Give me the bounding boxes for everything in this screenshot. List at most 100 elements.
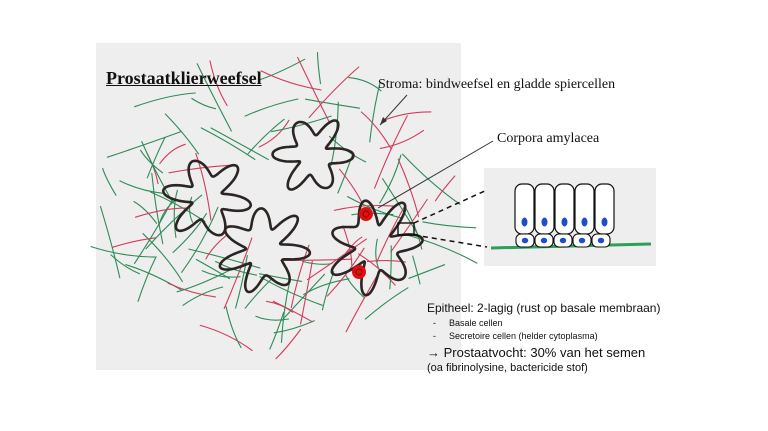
stroma-fiber [151, 172, 164, 245]
stroma-fiber [271, 115, 332, 133]
stroma-fiber [244, 279, 271, 309]
stroma-fiber [195, 258, 231, 280]
stroma-fiber [275, 328, 302, 360]
stroma-fiber [306, 238, 367, 281]
gland-outline [330, 199, 424, 297]
basal-cell-nucleus [540, 237, 548, 244]
stroma-fiber [333, 204, 395, 211]
stroma-fiber [384, 111, 432, 121]
stroma-fiber [164, 113, 200, 155]
basal-cell-nucleus [597, 237, 605, 244]
stroma-fiber [159, 143, 186, 165]
stroma-fiber [125, 264, 182, 291]
stroma-fiber [172, 213, 207, 253]
stroma-fiber [337, 153, 354, 194]
stroma-fiber [379, 154, 402, 204]
basal-membrane [490, 242, 652, 250]
stroma-fiber [134, 207, 187, 218]
stroma-fiber [195, 152, 212, 221]
prostate-glands [161, 119, 424, 297]
stroma-fiber [434, 175, 456, 202]
stroma-fiber [110, 254, 141, 275]
stroma-fiber [280, 280, 291, 343]
stroma-label: Stroma: bindweefsel en gladde spiercelle… [378, 77, 616, 92]
notes-block: Epitheel: 2-lagig (rust op basale membra… [427, 301, 660, 374]
stroma-fiber [269, 312, 285, 350]
stroma-fiber [244, 98, 299, 117]
corpus-amylaceum [352, 265, 366, 279]
epithelium-note: Epitheel: 2-lagig (rust op basale membra… [427, 301, 661, 315]
stroma-fiber [330, 101, 339, 167]
stroma-fiber [200, 127, 256, 160]
stroma-fiber [302, 260, 333, 265]
secretory-cell-nucleus [561, 217, 568, 227]
corpora-amylacea-label: Corpora amylacea [497, 131, 600, 146]
list-item: - Basale cellen [427, 318, 660, 328]
stroma-fiber [338, 168, 364, 206]
gland-outline [271, 119, 355, 191]
stroma-fiber [375, 238, 380, 271]
stroma-fiber [196, 63, 232, 132]
stroma-fiber [303, 278, 350, 296]
stroma-fiber [199, 324, 253, 352]
secretory-cell-nucleus [581, 217, 588, 227]
label-pointers [377, 94, 494, 248]
stroma-fiber [258, 58, 306, 81]
stroma-fiber [119, 180, 165, 194]
stroma-fiber [290, 244, 310, 309]
stroma-fiber [348, 77, 382, 92]
stroma-fiber [403, 233, 478, 264]
stroma-fiber [345, 275, 365, 298]
stroma-fiber [188, 248, 261, 269]
prostate-fluid-detail: (oa fibrinolysine, bactericide stof) [427, 362, 588, 374]
stroma-fiber [379, 129, 425, 149]
list-item: - Secretoire cellen (helder cytoplasma) [427, 331, 660, 341]
stroma-fiber [141, 141, 173, 202]
stroma-fiber [225, 305, 242, 349]
list-item-text: Secretoire cellen (helder cytoplasma) [449, 331, 598, 341]
corpus-amylaceum-core [362, 210, 370, 218]
stroma-fiber [308, 66, 360, 119]
stroma-fiber [235, 255, 248, 309]
stroma-fiber [210, 127, 269, 161]
corpus-amylaceum [359, 207, 373, 221]
stroma-fiber [376, 205, 406, 263]
corpus-amylaceum-core [355, 268, 363, 276]
stroma-fibers [90, 51, 478, 360]
stroma-fiber [112, 237, 156, 248]
stroma-fiber [389, 245, 392, 290]
stroma-fiber [360, 111, 392, 150]
stroma-fiber [137, 256, 157, 302]
stroma-fiber [139, 149, 164, 174]
stroma-fiber [145, 194, 203, 250]
stroma-fiber [205, 234, 228, 260]
secretory-cell-nucleus [521, 217, 528, 227]
stroma-fiber [281, 273, 326, 321]
basal-cell-nucleus [559, 237, 567, 244]
list-item-text: Basale cellen [449, 318, 503, 328]
stroma-fiber [364, 287, 409, 320]
stroma-fiber [321, 271, 335, 311]
stroma-fiber [167, 282, 217, 298]
stroma-fiber [146, 136, 166, 179]
stroma-fiber [158, 199, 177, 226]
secretory-cell-nucleus [601, 217, 608, 227]
zoom-box [397, 222, 415, 236]
stroma-fiber [304, 98, 361, 109]
stroma-fiber [316, 51, 322, 85]
stroma-fiber [247, 118, 285, 155]
stroma-fiber [173, 189, 178, 238]
stroma-fiber [258, 119, 290, 148]
stroma-fiber [345, 275, 378, 333]
stroma-fiber [369, 81, 381, 143]
stroma-fiber [191, 97, 217, 110]
stroma-fiber [99, 205, 121, 279]
basal-cell-nucleus [521, 237, 529, 244]
basal-cell-nucleus [578, 237, 586, 244]
prostate-fluid-text: Prostaatvocht: 30% van het semen [443, 345, 646, 360]
stroma-fiber [402, 153, 461, 205]
stroma-pointer-arrowhead [380, 117, 387, 125]
stroma-fiber [374, 115, 408, 189]
stroma-fiber [134, 92, 196, 108]
